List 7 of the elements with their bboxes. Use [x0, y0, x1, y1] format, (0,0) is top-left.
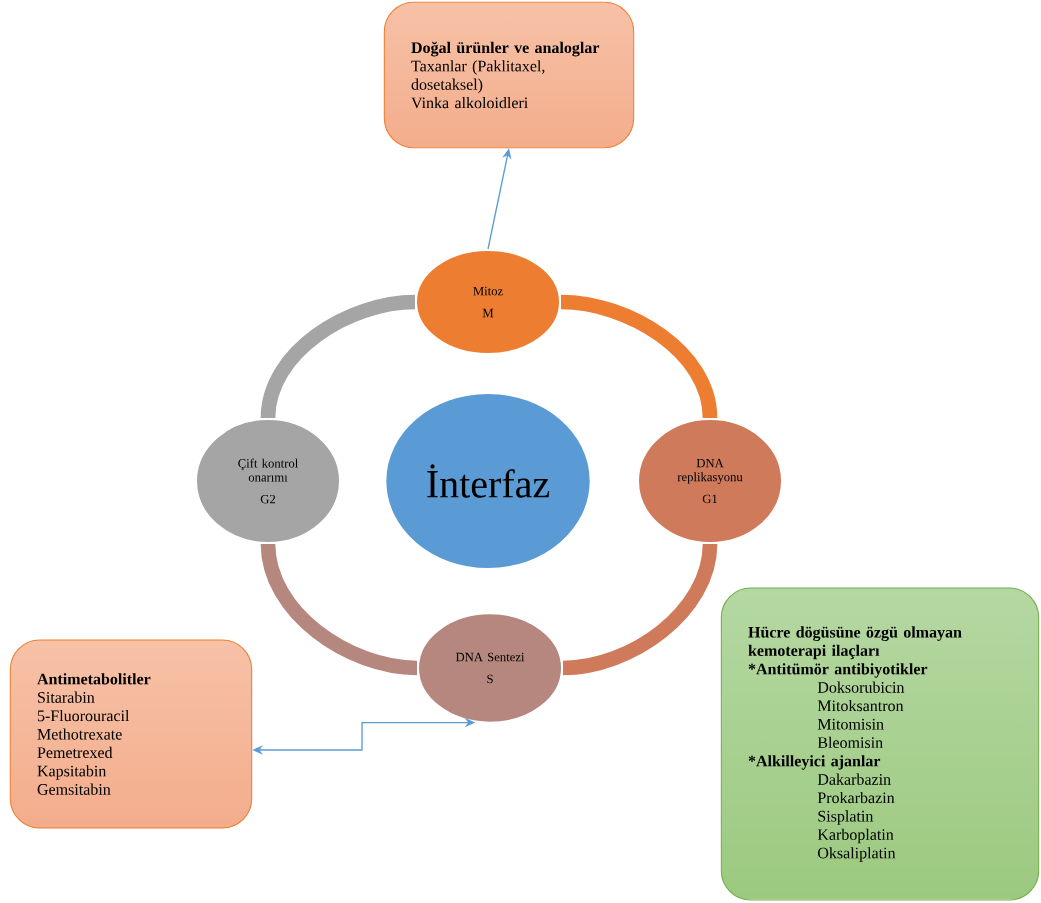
category-box: Doğal ürünler ve analoglar Taxanlar (Paklitaxel, dosetaksel) Vinka alkoloidleri: [383, 1, 635, 149]
ring-arc: [260, 543, 418, 676]
ring-arc: [562, 543, 718, 676]
ring-arc: [260, 294, 416, 419]
category-box: Hücre dögüsüne özgü olmayan kemoterapi ilaçları *Antitümör antibiyotikler Doksorubicin Mitoksantron Mitomisin Bleomisin *Alkilleyici ajanlar Dakarbazin Prokarbazin Sisplatin Karboplatin Oksaliplatin: [720, 587, 1040, 901]
ring-arc: [560, 294, 718, 419]
category-box: Antimetabolitler Sitarabin 5-Fluorouracil Methotrexate Pemetrexed Kapsitabin Gemsitabin: [9, 639, 253, 829]
